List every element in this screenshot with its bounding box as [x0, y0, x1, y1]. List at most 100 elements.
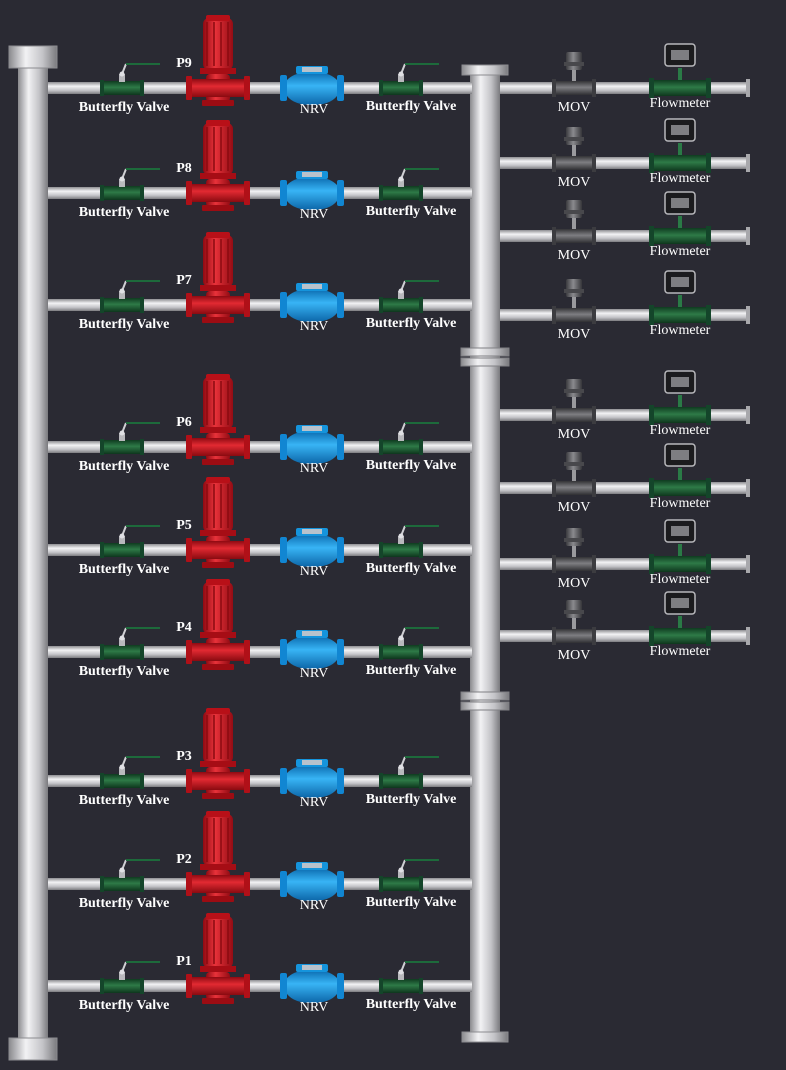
mov-label: MOV: [558, 248, 591, 263]
outlet-branch: [552, 519, 711, 574]
motorized-valve-icon: [552, 127, 596, 172]
flowmeter-icon: [649, 370, 711, 425]
header-joint-flange: [460, 691, 510, 701]
outlet-branch: [552, 118, 711, 173]
pump-line-pipe: [48, 82, 472, 94]
check-valve-icon: [280, 171, 344, 210]
check-valve-icon: [280, 630, 344, 669]
outlet-branch-pipe: [500, 555, 750, 573]
outlet-valve-label: Butterfly Valve: [366, 316, 457, 331]
outlet-branch: [552, 270, 711, 325]
outlet-branch-pipe: [500, 154, 750, 172]
butterfly-valve-icon: [379, 525, 439, 558]
mov-label: MOV: [558, 327, 591, 342]
pump-tag-label: P2: [176, 852, 192, 867]
butterfly-valve-icon: [379, 859, 439, 892]
check-valve-icon: [280, 759, 344, 798]
pump-tag-label: P8: [176, 161, 192, 176]
flowmeter-label: Flowmeter: [650, 496, 711, 511]
inlet-valve-label: Butterfly Valve: [79, 998, 170, 1013]
pump-line: [100, 15, 439, 106]
pump-line-pipe: [48, 441, 472, 453]
nrv-label: NRV: [300, 666, 328, 681]
outlet-branch-pipe: [500, 306, 750, 324]
header-cap-top: [8, 45, 58, 69]
outlet-valve-label: Butterfly Valve: [366, 458, 457, 473]
flowmeter-icon: [649, 519, 711, 574]
butterfly-valve-icon: [379, 168, 439, 201]
butterfly-valve-icon: [379, 627, 439, 660]
pump-line-pipe: [48, 775, 472, 787]
butterfly-valve-icon: [379, 280, 439, 313]
check-valve-icon: [280, 964, 344, 1003]
vertical-pump-icon: [186, 477, 250, 568]
pump-line-pipe: [48, 646, 472, 658]
mov-label: MOV: [558, 648, 591, 663]
butterfly-valve-icon: [379, 422, 439, 455]
motorized-valve-icon: [552, 600, 596, 645]
check-valve-icon: [280, 862, 344, 901]
pump-line-pipe: [48, 980, 472, 992]
inlet-valve-label: Butterfly Valve: [79, 664, 170, 679]
nrv-label: NRV: [300, 795, 328, 810]
outlet-valve-label: Butterfly Valve: [366, 663, 457, 678]
vertical-pump-icon: [186, 15, 250, 106]
vertical-pump-icon: [186, 579, 250, 670]
outlet-branch-labels: MOV Flowmeter: [558, 171, 711, 190]
check-valve-icon: [280, 66, 344, 105]
flowmeter-icon: [649, 118, 711, 173]
flowmeter-label: Flowmeter: [650, 572, 711, 587]
outlet-valve-label: Butterfly Valve: [366, 997, 457, 1012]
flowmeter-label: Flowmeter: [650, 244, 711, 259]
mov-label: MOV: [558, 576, 591, 591]
outlet-branch: [552, 370, 711, 425]
header-joint-flange: [460, 347, 510, 357]
inlet-valve-label: Butterfly Valve: [79, 459, 170, 474]
header-cap-bottom: [8, 1037, 58, 1061]
outlet-branch-labels: MOV Flowmeter: [558, 572, 711, 591]
check-valve-icon: [280, 283, 344, 322]
nrv-label: NRV: [300, 898, 328, 913]
vertical-pump-icon: [186, 232, 250, 323]
flowmeter-label: Flowmeter: [650, 171, 711, 186]
flowmeter-icon: [649, 270, 711, 325]
inlet-valve-label: Butterfly Valve: [79, 896, 170, 911]
pump-tag-label: P4: [176, 620, 192, 635]
mov-label: MOV: [558, 100, 591, 115]
outlet-valve-label: Butterfly Valve: [366, 792, 457, 807]
pump-line: [100, 374, 439, 465]
nrv-label: NRV: [300, 1000, 328, 1015]
motorized-valve-icon: [552, 452, 596, 497]
header-flange-top: [461, 64, 509, 76]
pump-line: [100, 913, 439, 1004]
flowmeter-icon: [649, 591, 711, 646]
inlet-valve-label: Butterfly Valve: [79, 205, 170, 220]
mov-label: MOV: [558, 175, 591, 190]
outlet-branch-pipe: [500, 479, 750, 497]
butterfly-valve-icon: [100, 525, 160, 558]
pump-line: [100, 708, 439, 799]
outlet-branch-pipe: [500, 227, 750, 245]
pump-tag-label: P1: [176, 954, 192, 969]
pump-line: [100, 579, 439, 670]
check-valve-icon: [280, 425, 344, 464]
pump-line-pipe: [48, 544, 472, 556]
inlet-valve-label: Butterfly Valve: [79, 562, 170, 577]
pump-line: [100, 232, 439, 323]
motorized-valve-icon: [552, 200, 596, 245]
check-valve-icon: [280, 528, 344, 567]
inlet-valve-label: Butterfly Valve: [79, 100, 170, 115]
nrv-label: NRV: [300, 461, 328, 476]
butterfly-valve-icon: [100, 63, 160, 96]
